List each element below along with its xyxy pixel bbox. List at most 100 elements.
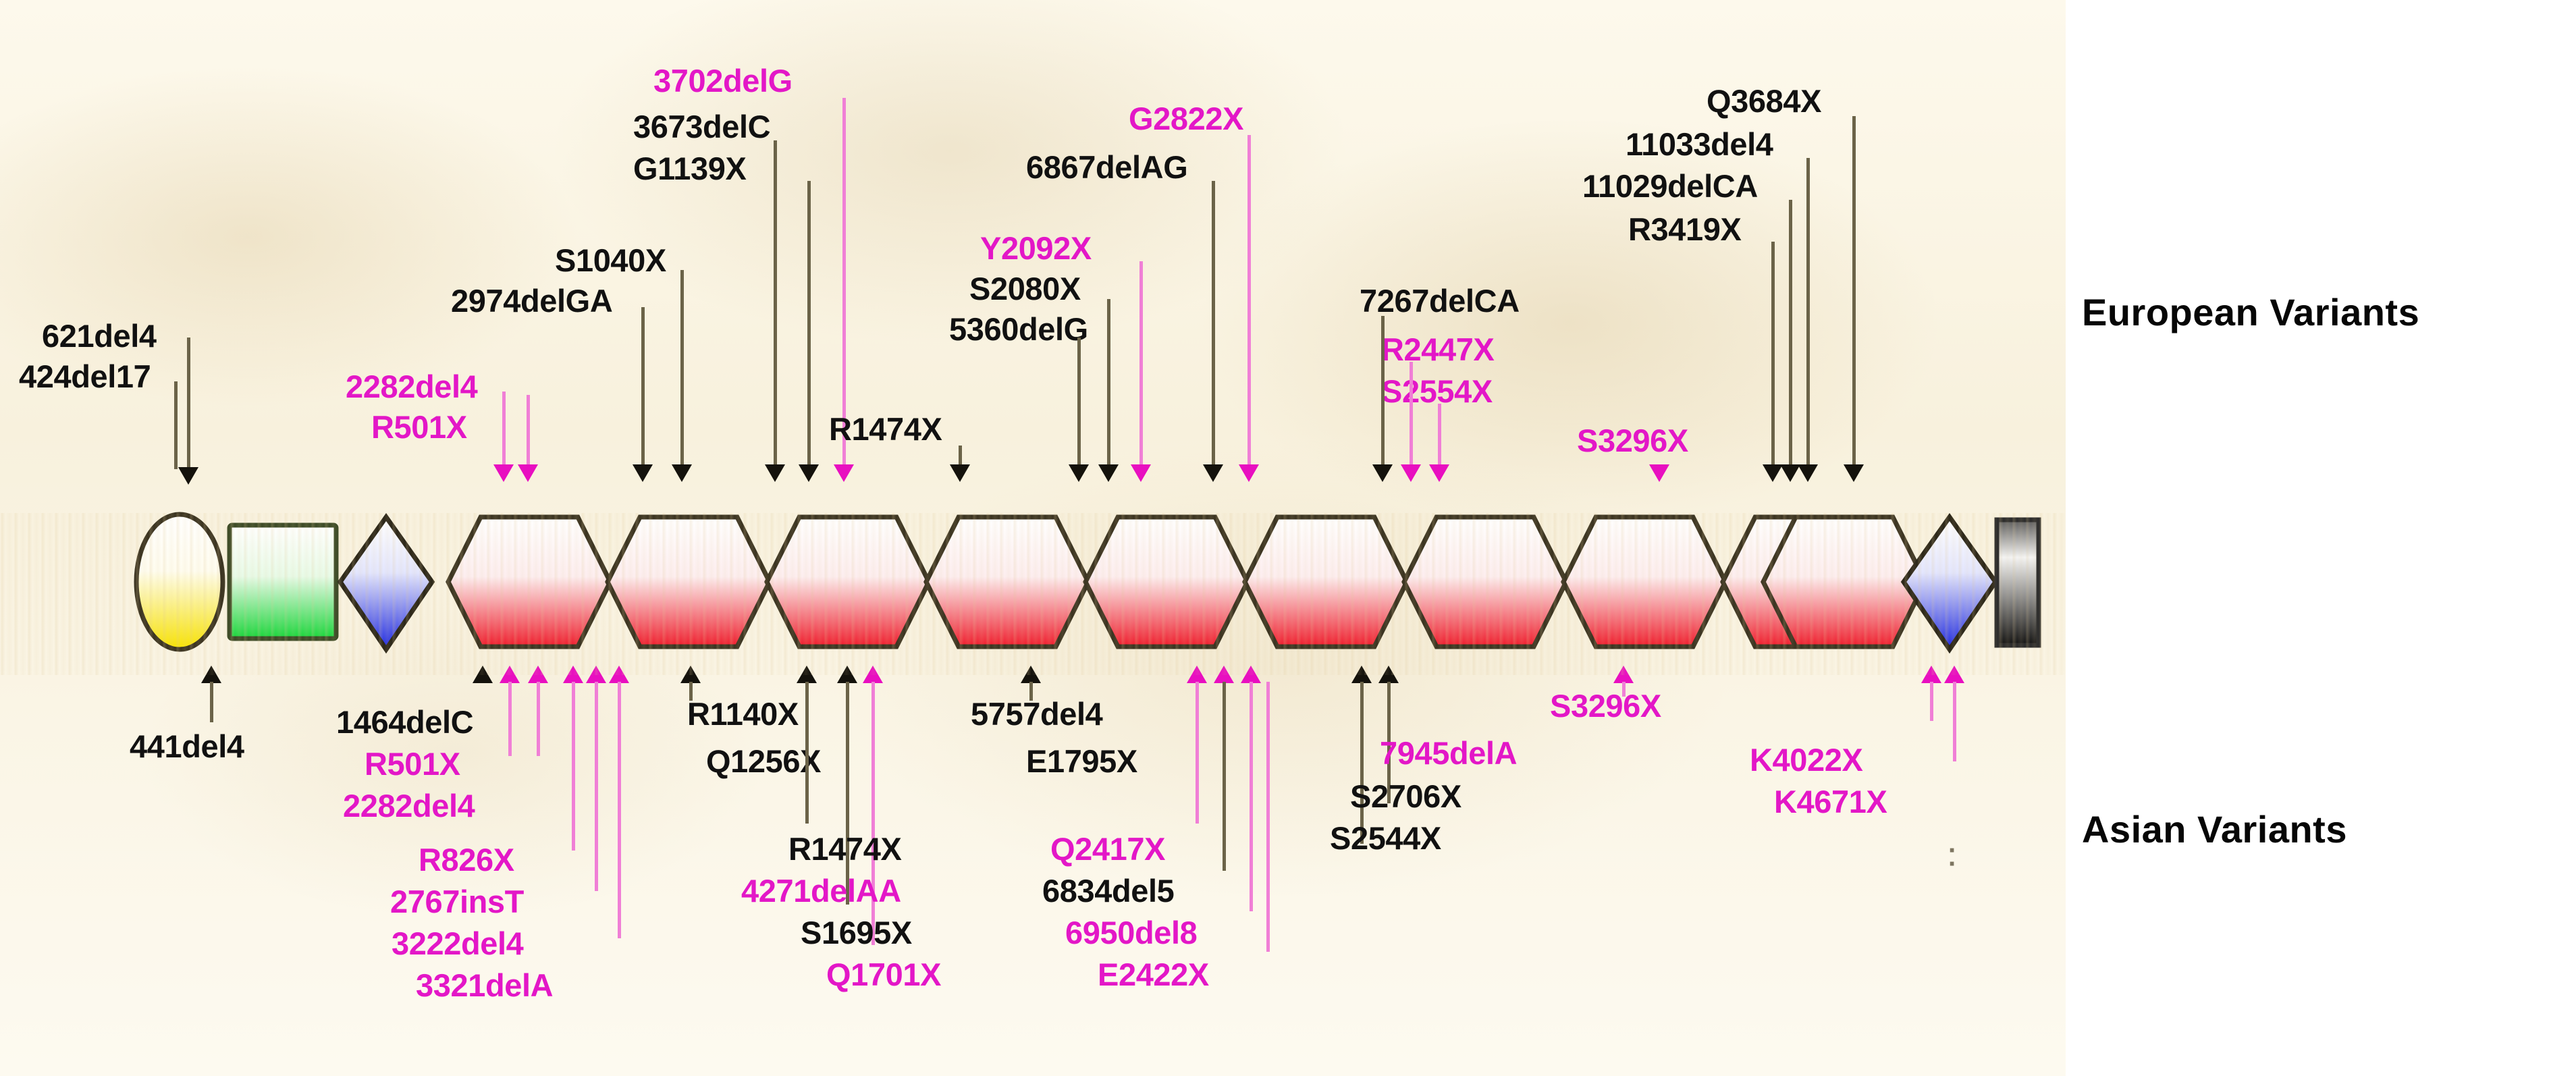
variant-label-S2554X: S2554X bbox=[1381, 373, 1493, 409]
legend-panel: European Variants Asian Variants bbox=[2066, 0, 2576, 1076]
leader-line-S3296X-bottom bbox=[1622, 682, 1626, 697]
arrow-up-5757del4 bbox=[1021, 666, 1041, 683]
arrow-down-2282del4-top bbox=[493, 464, 514, 482]
arrow-up-2767insT bbox=[586, 666, 606, 683]
arrow-up-R1140X bbox=[680, 666, 701, 683]
leader-line-2767insT bbox=[595, 682, 598, 891]
domain-hexagon-7 bbox=[1401, 514, 1569, 649]
arrow-down-S2080X bbox=[1098, 464, 1119, 482]
protein-schematic bbox=[134, 512, 2041, 654]
arrow-down-R1474X-top bbox=[950, 464, 970, 482]
leader-line-6867delAG bbox=[1212, 181, 1215, 466]
arrow-up-K4671X bbox=[1944, 666, 1964, 683]
vertical-ellipsis-marker: ·· bbox=[1948, 836, 1958, 879]
leader-line-11033del4 bbox=[1806, 158, 1810, 466]
arrow-up-K4022X bbox=[1921, 666, 1941, 683]
arrow-up-3222del4 bbox=[609, 666, 629, 683]
leader-line-424del17 bbox=[174, 381, 178, 469]
leader-line-Q3684X bbox=[1852, 116, 1856, 466]
arrow-up-S3296X-bottom bbox=[1613, 666, 1634, 683]
arrow-down-7267delCA bbox=[1372, 464, 1393, 482]
leader-line-Y2092X bbox=[1139, 261, 1143, 466]
legend-asian-variants: Asian Variants bbox=[2082, 808, 2347, 851]
arrow-down-S2554X bbox=[1429, 464, 1449, 482]
arrow-up-441del4 bbox=[201, 666, 221, 683]
variant-label-K4022X: K4022X bbox=[1750, 742, 1863, 778]
leader-line-R2447X bbox=[1410, 362, 1413, 466]
variant-label-424del17: 424del17 bbox=[19, 358, 151, 394]
arrow-down-11033del4 bbox=[1798, 464, 1818, 482]
arrow-up-1464delC bbox=[473, 666, 493, 683]
variant-label-2282del4-bottom: 2282del4 bbox=[343, 788, 475, 824]
arrow-down-S1040X bbox=[672, 464, 692, 482]
variant-label-2282del4-top: 2282del4 bbox=[346, 369, 478, 404]
arrow-down-G2822X bbox=[1239, 464, 1259, 482]
leader-line-4271delAA bbox=[871, 682, 875, 945]
leader-line-S2554X bbox=[1438, 404, 1441, 466]
leader-line-S1695X bbox=[846, 682, 849, 905]
arrow-up-4271delAA bbox=[863, 666, 883, 683]
variant-label-K4671X: K4671X bbox=[1774, 784, 1887, 819]
variant-label-3702delG: 3702delG bbox=[653, 63, 793, 99]
variant-label-4271delAA: 4271delAA bbox=[741, 873, 901, 909]
variant-label-7267delCA: 7267delCA bbox=[1360, 283, 1520, 319]
variant-label-6867delAG: 6867delAG bbox=[1026, 149, 1188, 185]
leader-line-R1474X-bottom bbox=[805, 682, 809, 824]
arrow-down-Q3684X bbox=[1844, 464, 1864, 482]
variant-label-R501X-top: R501X bbox=[371, 409, 467, 445]
leader-line-3673delC bbox=[774, 140, 777, 466]
arrow-up-S1695X bbox=[837, 666, 857, 683]
variant-label-R826X: R826X bbox=[419, 842, 514, 878]
arrow-up-R501X-bottom bbox=[500, 666, 520, 683]
domain-blue-diamond-left bbox=[337, 512, 435, 654]
leader-line-G2822X bbox=[1247, 135, 1251, 466]
arrow-up-6950del8 bbox=[1214, 666, 1234, 683]
leader-line-R3419X bbox=[1771, 242, 1775, 466]
variant-label-6950del8: 6950del8 bbox=[1065, 915, 1198, 950]
domain-hexagon-6 bbox=[1242, 514, 1410, 649]
variant-label-S2706X: S2706X bbox=[1350, 778, 1461, 814]
variant-label-S2544X: S2544X bbox=[1330, 820, 1441, 856]
variant-label-1464delC: 1464delC bbox=[336, 704, 474, 740]
leader-line-G1139X bbox=[807, 181, 811, 466]
leader-line-5360delG bbox=[1077, 338, 1081, 466]
variant-label-G2822X: G2822X bbox=[1129, 101, 1244, 136]
leader-line-S2544X bbox=[1360, 682, 1364, 844]
variant-label-R1140X: R1140X bbox=[687, 696, 799, 732]
arrow-up-S2544X bbox=[1351, 666, 1372, 683]
leader-line-6834del5 bbox=[1223, 682, 1226, 871]
variant-label-3222del4: 3222del4 bbox=[392, 925, 524, 961]
leader-line-K4022X bbox=[1930, 682, 1933, 721]
arrow-down-Y2092X bbox=[1131, 464, 1151, 482]
leader-line-5757del4 bbox=[1029, 682, 1033, 701]
arrow-down-3702delG bbox=[834, 464, 854, 482]
arrow-up-R1474X-bottom bbox=[797, 666, 817, 683]
leader-line-Q2417X bbox=[1196, 682, 1199, 824]
variant-label-R1474X-top: R1474X bbox=[829, 411, 942, 447]
leader-line-441del4 bbox=[210, 682, 213, 722]
variant-label-5360delG: 5360delG bbox=[949, 311, 1088, 347]
domain-green-square bbox=[227, 522, 339, 641]
arrow-down-R3419X bbox=[1763, 464, 1783, 482]
leader-line-3222del4 bbox=[618, 682, 621, 938]
domain-hexagon-8 bbox=[1561, 514, 1728, 649]
leader-line-S2080X bbox=[1107, 299, 1110, 466]
leader-line-621del4 bbox=[187, 338, 190, 469]
variant-label-5757del4: 5757del4 bbox=[971, 696, 1103, 732]
variant-label-S2080X: S2080X bbox=[969, 271, 1081, 306]
leader-line-6950del8 bbox=[1250, 682, 1253, 911]
leader-line-R826X bbox=[572, 682, 575, 851]
domain-hexagon-5 bbox=[1083, 514, 1250, 649]
variant-label-R501X-bottom: R501X bbox=[365, 746, 460, 782]
variant-label-441del4: 441del4 bbox=[130, 728, 244, 764]
arrow-down-3673delC bbox=[765, 464, 785, 482]
legend-european-variants: European Variants bbox=[2082, 291, 2420, 333]
arrow-down-S3296X-top bbox=[1649, 464, 1669, 482]
leader-line-2282del4-bottom bbox=[537, 682, 540, 756]
domain-hexagon-1 bbox=[446, 514, 613, 649]
leader-line-R501X-top bbox=[527, 395, 530, 466]
domain-n-terminal-ellipse bbox=[134, 512, 225, 652]
arrow-down-R2447X bbox=[1401, 464, 1421, 482]
leader-line-S2706X bbox=[1387, 682, 1391, 803]
leader-line-R501X-bottom bbox=[508, 682, 512, 756]
